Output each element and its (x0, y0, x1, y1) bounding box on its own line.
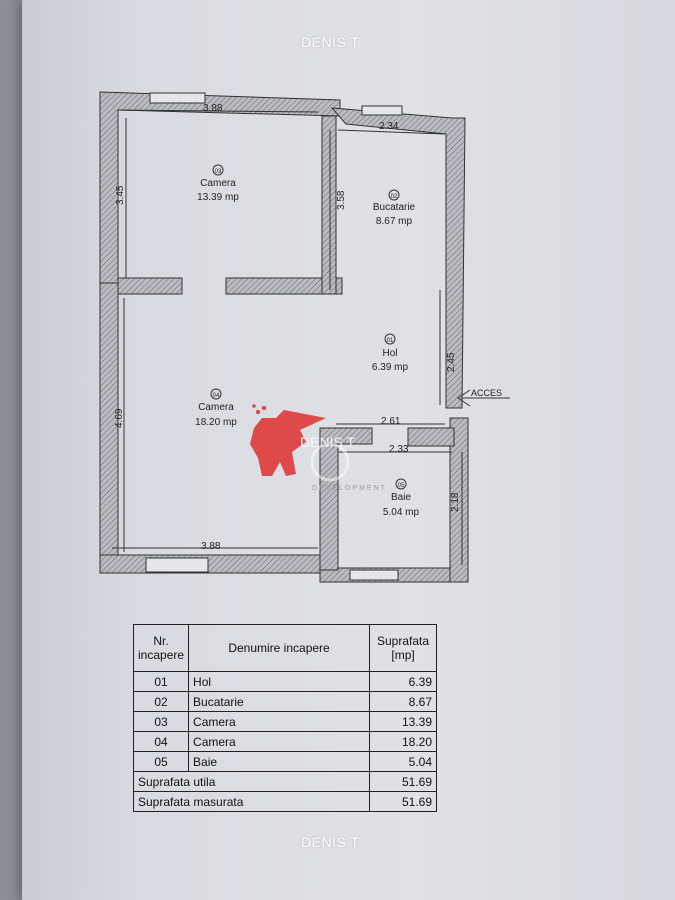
room-05: 05 Baie 5.04 mp (383, 478, 420, 518)
cell-area: 5.04 (369, 751, 438, 772)
floor-plan: 3.88 2.34 3.45 3.58 4.69 2.45 2.61 2.33 … (99, 91, 510, 583)
room-number: 01 (387, 338, 394, 344)
cell-area: 8.67 (369, 691, 438, 712)
header-name: Denumire incapere (188, 624, 371, 672)
room-name: Baie (391, 492, 411, 503)
total-label: Suprafata utila (132, 771, 371, 792)
dim-right-mid: 2.45 (446, 352, 457, 372)
dimension-labels: 3.88 2.34 3.45 3.58 4.69 2.45 2.61 2.33 … (114, 103, 502, 552)
cell-nr: 03 (132, 711, 190, 732)
room-area: 18.20 mp (195, 417, 237, 428)
cell-nr: 02 (132, 691, 190, 712)
room-area-table: Nr. incapere Denumire incapere Suprafata… (132, 624, 438, 812)
total-value: 51.69 (369, 791, 438, 812)
room-01: 01 Hol 6.39 mp (372, 333, 409, 373)
dim-bottom-left: 3.88 (201, 541, 221, 552)
dim-bath-right: 2.18 (450, 492, 461, 512)
total-row: Suprafata utila 51.69 (132, 771, 438, 792)
total-label: Suprafata masurata (132, 791, 371, 812)
cell-nr: 05 (132, 751, 190, 772)
room-area: 13.39 mp (197, 192, 239, 203)
room-number: 05 (398, 483, 405, 489)
cell-nr: 01 (132, 671, 190, 692)
table-row: 05 Baie 5.04 (132, 751, 438, 772)
room-03: 03 Camera 13.39 mp (197, 164, 239, 203)
room-area: 6.39 mp (372, 362, 409, 373)
cell-name: Camera (188, 711, 371, 732)
room-area: 5.04 mp (383, 507, 420, 518)
room-area: 8.67 mp (376, 216, 413, 227)
cell-nr: 04 (132, 731, 190, 752)
agency-logo-watermark: DENIS T DEVELOPMENT (250, 404, 387, 492)
room-number: 04 (213, 393, 220, 399)
dim-hall-width: 2.61 (381, 416, 401, 427)
cell-name: Camera (188, 731, 371, 752)
dim-bath-top: 2.33 (389, 444, 409, 455)
logo-subtext: DEVELOPMENT (312, 485, 387, 492)
table-row: 04 Camera 18.20 (132, 731, 438, 752)
watermark-bottom: DENIS T (301, 834, 360, 850)
cell-name: Hol (188, 671, 371, 692)
room-labels: 03 Camera 13.39 mp 02 Bucatarie 8.67 mp … (195, 164, 420, 518)
room-name: Camera (200, 178, 236, 189)
table-row: 01 Hol 6.39 (132, 671, 438, 692)
cell-area: 18.20 (369, 731, 438, 752)
room-number: 03 (215, 169, 222, 175)
total-row: Suprafata masurata 51.69 (132, 791, 438, 812)
watermark-top: DENIS T (301, 34, 360, 50)
dim-left-upper: 3.45 (115, 185, 126, 205)
dimension-lines (112, 109, 510, 565)
total-value: 51.69 (369, 771, 438, 792)
dim-top-left: 3.88 (203, 103, 223, 114)
header-area: Suprafata [mp] (369, 624, 438, 672)
room-name: Bucatarie (373, 202, 416, 213)
dim-mid-vertical: 3.58 (336, 190, 347, 210)
room-name: Camera (198, 402, 234, 413)
header-nr: Nr. incapere (132, 624, 190, 672)
table-row: 02 Bucatarie 8.67 (132, 691, 438, 712)
cell-name: Bucatarie (188, 691, 371, 712)
room-number: 02 (391, 194, 398, 200)
cell-name: Baie (188, 751, 371, 772)
windows (145, 92, 403, 581)
cell-area: 6.39 (369, 671, 438, 692)
logo-text: DENIS T (300, 434, 355, 450)
access-label: ACCES (471, 388, 502, 398)
table-header-row: Nr. incapere Denumire incapere Suprafata… (132, 624, 438, 672)
room-02: 02 Bucatarie 8.67 mp (373, 189, 416, 227)
dim-top-right: 2.34 (379, 121, 399, 132)
table-row: 03 Camera 13.39 (132, 711, 438, 732)
room-04: 04 Camera 18.20 mp (195, 388, 237, 428)
room-name: Hol (382, 348, 397, 359)
cell-area: 13.39 (369, 711, 438, 732)
dim-left-lower: 4.69 (114, 408, 125, 428)
